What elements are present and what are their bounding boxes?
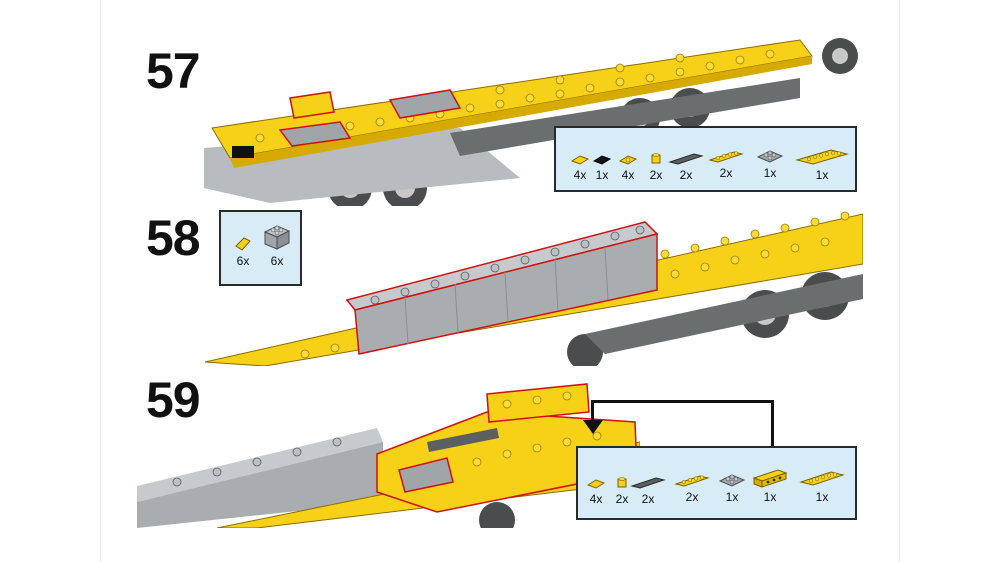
yellow-technic-brick-icon — [752, 469, 788, 488]
part-item: 2x — [628, 476, 668, 506]
part-qty: 4x — [589, 492, 603, 506]
part-item: 6x — [257, 222, 297, 268]
part-qty: 1x — [595, 168, 609, 182]
part-item: 4x — [576, 478, 616, 506]
part-item: 6x — [223, 234, 263, 268]
part-qty: 1x — [815, 490, 829, 504]
part-item: 1x — [582, 154, 622, 182]
yellow-plate-1x4-icon — [674, 475, 710, 487]
dark-gray-tile-1x4-icon — [630, 477, 666, 489]
part-qty: 4x — [573, 168, 587, 182]
yellow-tile-1x2-icon — [570, 155, 590, 165]
yellow-tile-slope-icon — [235, 237, 251, 251]
part-qty: 4x — [621, 168, 635, 182]
part-qty: 6x — [236, 254, 250, 268]
step-number-59: 59 — [146, 372, 201, 428]
step-58-model-render — [205, 204, 863, 366]
part-item: 1x — [712, 472, 752, 504]
yellow-plate-2x6-icon — [795, 149, 849, 165]
yellow-tile-1x2-icon — [586, 479, 606, 489]
part-qty: 1x — [763, 490, 777, 504]
part-item: 2x — [672, 474, 712, 504]
gray-brick-2x2-icon — [263, 225, 291, 250]
yellow-jumper-plate-icon — [618, 155, 638, 165]
callout-arrow-line — [591, 400, 594, 424]
part-item: 1x — [750, 468, 790, 504]
step-number-57: 57 — [146, 43, 201, 99]
part-qty: 2x — [685, 490, 699, 504]
yellow-plate-1x1-icon — [651, 153, 661, 164]
part-qty: 2x — [615, 492, 629, 506]
step-58-parts-list: 6x 6x — [219, 210, 302, 286]
part-qty: 2x — [641, 492, 655, 506]
part-qty: 2x — [649, 168, 663, 182]
part-item: 2x — [666, 152, 706, 182]
gray-plate-2x2-icon — [718, 474, 746, 487]
part-item: 2x — [602, 474, 642, 506]
black-tile-1x2-icon — [592, 155, 612, 165]
step-number-58: 58 — [146, 210, 201, 266]
part-item: 2x — [706, 150, 746, 180]
step-57-model-render — [200, 38, 862, 206]
part-qty: 2x — [719, 166, 733, 180]
part-qty: 1x — [763, 166, 777, 180]
part-qty: 2x — [679, 168, 693, 182]
yellow-plate-1x1-icon — [617, 477, 627, 488]
part-item: 4x — [560, 154, 600, 182]
step-59-parts-list: 4x 2x 2x 2x 1x 1x 1x — [576, 446, 857, 520]
part-item: 4x — [608, 154, 648, 182]
step-59-model-render — [137, 382, 640, 528]
yellow-plate-1x4-icon — [708, 151, 744, 163]
arrow-down-icon — [583, 420, 603, 434]
part-item: 1x — [794, 470, 850, 504]
part-item: 1x — [794, 148, 850, 182]
part-qty: 1x — [815, 168, 829, 182]
dark-gray-tile-1x4-icon — [668, 153, 704, 165]
callout-arrow-line — [591, 400, 773, 403]
part-qty: 6x — [270, 254, 284, 268]
yellow-plate-1x6-icon — [799, 471, 845, 486]
part-qty: 1x — [725, 490, 739, 504]
part-item: 2x — [636, 150, 676, 182]
gray-plate-2x2-icon — [756, 150, 784, 163]
step-57-parts-list: 4x 1x 4x 2x 2x 2x 1x 1x — [554, 126, 857, 192]
callout-arrow-line — [771, 400, 774, 447]
part-item: 1x — [750, 148, 790, 180]
